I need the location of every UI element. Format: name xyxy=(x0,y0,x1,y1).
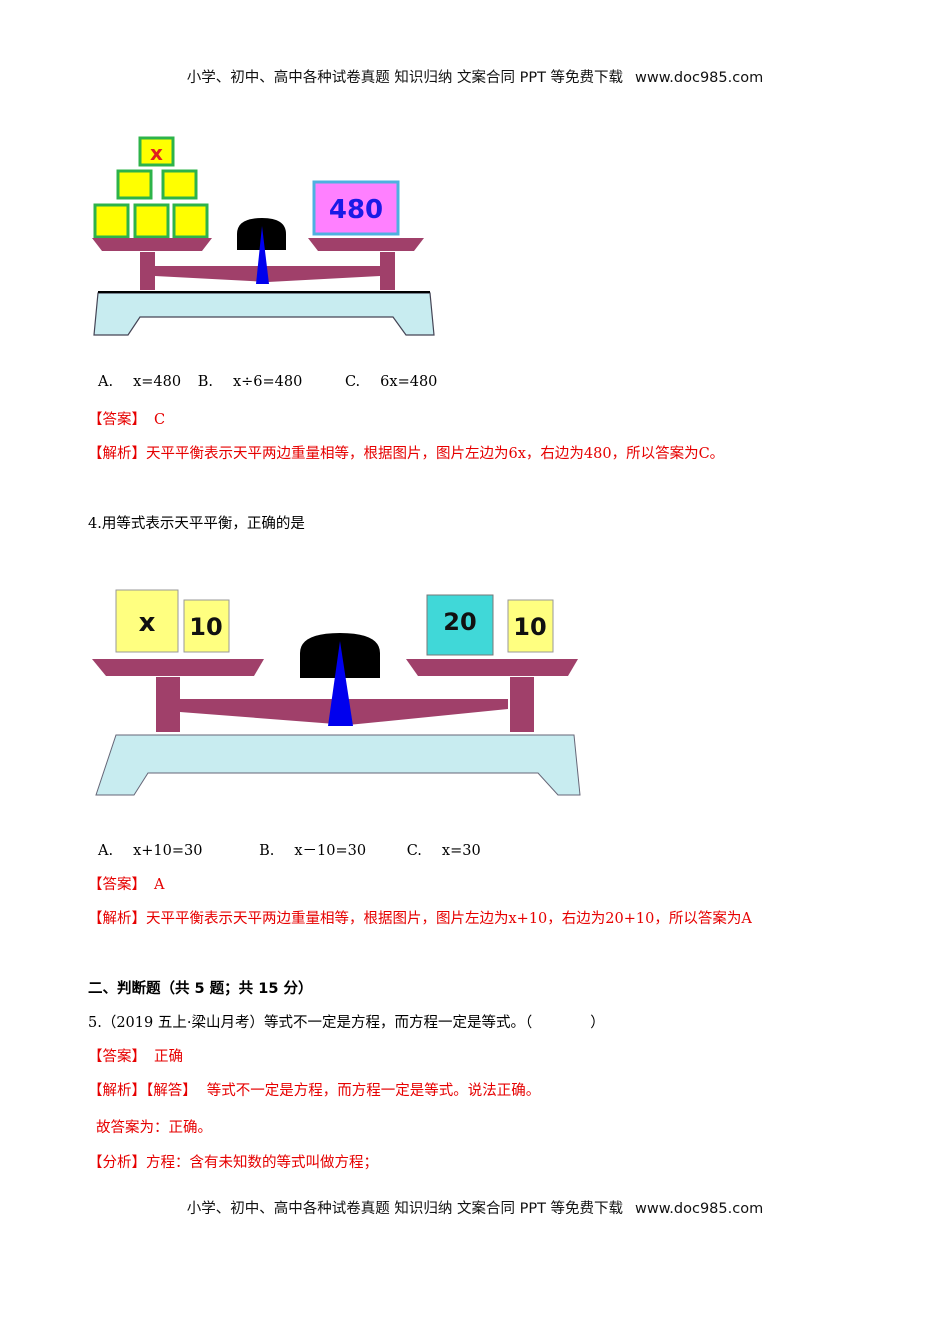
block-10-left-label: 10 xyxy=(189,613,222,641)
q4-answer: 【答案】 A xyxy=(88,873,164,894)
block-x-label: x xyxy=(150,141,163,165)
q4-analysis: 【解析】天平平衡表示天平两边重量相等，根据图片，图片左边为x+10，右边为20+… xyxy=(88,907,752,928)
balance-scale-figure-q4: x 10 20 10 xyxy=(92,589,581,796)
solution-tag: 【解答】 xyxy=(146,1083,197,1099)
banner-text: 小学、初中、高中各种试卷真题 知识归纳 文案合同 PPT 等免费下载 xyxy=(186,70,624,86)
analysis-tag: 【解析】 xyxy=(88,911,146,927)
q3-answer: 【答案】 C xyxy=(88,408,165,429)
q5-conclusion: 故答案为：正确。 xyxy=(96,1120,212,1136)
answer-value: 正确 xyxy=(154,1049,183,1065)
option-b[interactable]: B.x÷6=480 xyxy=(197,374,303,390)
banner-url[interactable]: www.doc985.com xyxy=(635,1201,764,1217)
q4-options: A.x+10=30 B.x－10=30 C.x=30 xyxy=(98,839,481,860)
block-x-label: x xyxy=(139,608,156,638)
q5-note: 【分析】方程：含有未知数的等式叫做方程； xyxy=(88,1151,378,1172)
note-tag: 【分析】 xyxy=(88,1155,146,1171)
block-10-right-label: 10 xyxy=(513,613,546,641)
weight-480-label: 480 xyxy=(329,195,383,225)
q3-analysis: 【解析】天平平衡表示天平两边重量相等，根据图片，图片左边为6x，右边为480，所… xyxy=(88,442,724,463)
block-20 xyxy=(426,594,494,656)
block-10-right xyxy=(507,599,554,653)
block-x xyxy=(115,589,179,653)
answer-value: C xyxy=(154,412,166,428)
analysis-text: 天平平衡表示天平两边重量相等，根据图片，图片左边为x+10，右边为20+10，所… xyxy=(146,911,752,927)
answer-tag: 【答案】 xyxy=(88,877,146,893)
analysis-text: 天平平衡表示天平两边重量相等，根据图片，图片左边为6x，右边为480，所以答案为… xyxy=(146,446,725,462)
analysis-tag: 【解析】 xyxy=(88,1083,146,1099)
answer-tag: 【答案】 xyxy=(88,1049,146,1065)
option-a[interactable]: A.x+10=30 xyxy=(98,843,203,859)
banner-url[interactable]: www.doc985.com xyxy=(635,70,764,86)
block-20-label: 20 xyxy=(443,608,476,636)
solution-text: 等式不一定是方程，而方程一定是等式。说法正确。 xyxy=(206,1083,541,1099)
q5-analysis: 【解析】【解答】等式不一定是方程，而方程一定是等式。说法正确。 xyxy=(88,1079,540,1100)
weight-480 xyxy=(312,180,400,236)
option-b[interactable]: B.x－10=30 xyxy=(259,843,367,859)
q5-question: 5.（2019 五上·梁山月考）等式不一定是方程，而方程一定是等式。（ ） xyxy=(88,1015,605,1031)
q4-question: 4.用等式表示天平平衡，正确的是 xyxy=(88,516,305,532)
option-c[interactable]: C.6x=480 xyxy=(344,374,438,390)
option-a[interactable]: A.x=480 xyxy=(98,374,182,390)
q3-options: A.x=480 B.x÷6=480 C.6x=480 xyxy=(98,374,437,390)
banner-text: 小学、初中、高中各种试卷真题 知识归纳 文案合同 PPT 等免费下载 xyxy=(186,1201,624,1217)
answer-value: A xyxy=(154,877,165,893)
note-text: 方程：含有未知数的等式叫做方程； xyxy=(146,1155,378,1171)
answer-tag: 【答案】 xyxy=(88,412,146,428)
analysis-tag: 【解析】 xyxy=(88,446,146,462)
footer-banner: 小学、初中、高中各种试卷真题 知识归纳 文案合同 PPT 等免费下载 www.do… xyxy=(0,1197,950,1218)
header-banner: 小学、初中、高中各种试卷真题 知识归纳 文案合同 PPT 等免费下载 www.do… xyxy=(0,66,950,87)
balance-scale-figure-q3: x 480 xyxy=(92,136,435,336)
unknown-blocks: x xyxy=(93,136,209,239)
q5-answer: 【答案】正确 xyxy=(88,1045,183,1066)
option-c[interactable]: C.x=30 xyxy=(406,843,481,859)
section-heading: 二、判断题（共 5 题；共 15 分） xyxy=(88,981,313,997)
block-10-left xyxy=(183,599,230,653)
